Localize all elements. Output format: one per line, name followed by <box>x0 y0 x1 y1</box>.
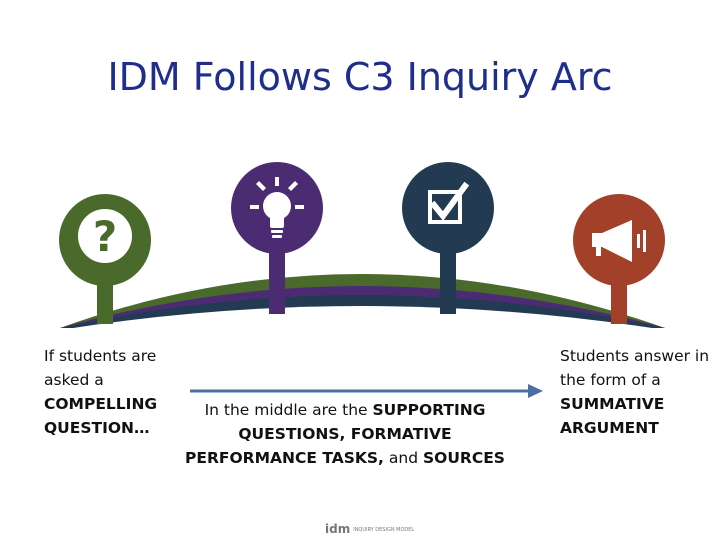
stage-formative-tasks <box>402 162 494 314</box>
middle-text: In the middle are the SUPPORTING QUESTIO… <box>185 401 505 467</box>
stage-summative-argument <box>573 194 665 324</box>
question-mark-icon: ? <box>93 212 117 261</box>
megaphone-icon <box>592 220 646 262</box>
arc-band-white <box>60 306 665 332</box>
page-title: IDM Follows C3 Inquiry Arc <box>107 55 613 99</box>
compelling-question-text: If students are asked a COMPELLING QUEST… <box>44 347 158 437</box>
checkbox-icon <box>428 181 470 224</box>
stage-supporting-questions <box>231 162 323 314</box>
summative-argument-text: Students answer in the form of a SUMMATI… <box>560 347 710 437</box>
progress-arrow <box>190 384 543 398</box>
stage-compelling-question: ? <box>59 194 151 324</box>
lightbulb-icon <box>250 177 304 238</box>
